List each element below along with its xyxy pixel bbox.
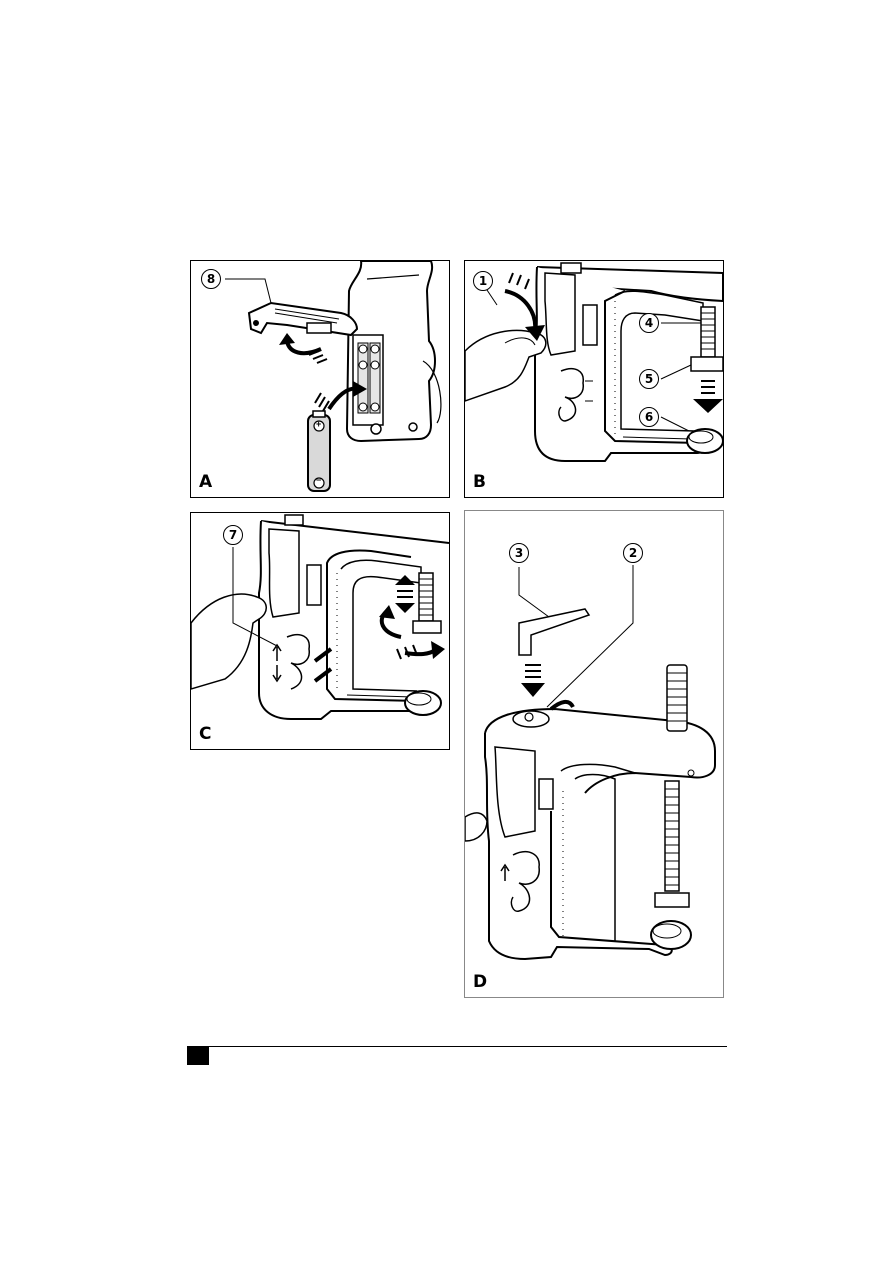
callout-5: 5 [639,369,659,389]
panel-c-label: C [199,724,211,744]
panel-d-hex-key: 3 2 D [464,510,724,998]
panel-c-illustration [191,513,449,749]
callout-4: 4 [639,313,659,333]
panel-c-clamp-adjust: 7 C [190,512,450,750]
callout-3: 3 [509,543,529,563]
panel-b-clamp-jaw: 1 4 5 6 B [464,260,724,498]
panel-a-battery-install: + − 8 A [190,260,450,498]
panel-a-illustration [191,261,449,497]
callout-8: 8 [201,269,221,289]
panel-b-label: B [473,472,486,492]
battery-minus-sign: − [316,475,321,485]
panel-a-label: A [199,472,212,492]
callout-2: 2 [623,543,643,563]
panel-d-illustration [465,511,723,997]
callout-6: 6 [639,407,659,427]
callout-7: 7 [223,525,243,545]
footer-rule [187,1046,727,1047]
page-marker-block [187,1047,209,1065]
callout-1: 1 [473,271,493,291]
panel-b-illustration [465,261,723,497]
panel-d-label: D [473,972,487,992]
battery-plus-sign: + [316,419,321,429]
